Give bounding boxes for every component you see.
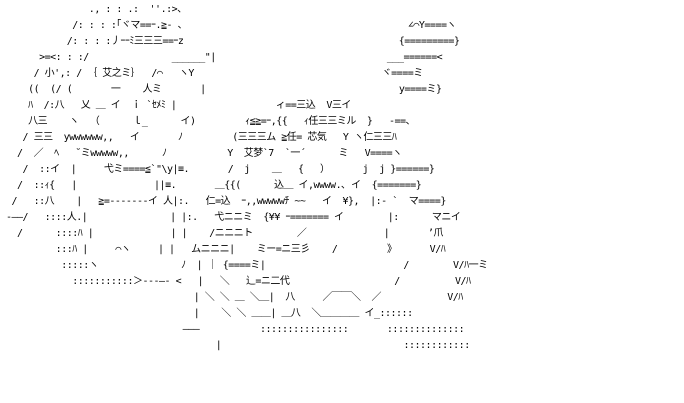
art-line: /: : : :丿ｰｰﾐ三三三==ｰz {=========}: [6, 36, 460, 47]
art-line: 八三 ヽ （ ｌ_ イ) ｨ≦≧=ｰ,{{ ｨ任三三ミル } -==、: [6, 116, 416, 127]
art-line: /: : : :｢ヾマ==ｰ.≧- 、 ∠⌒Y====ヽ: [6, 20, 456, 31]
art-line: / ::ｨ{ | ||≡. ＿{{( 込＿ イ,wwww.､ イ {======…: [6, 180, 422, 191]
art-line: / 三三 ywwwwww,, イ ﾉ (三三三ム ≧任= 芯気 Y ヽ仁三三ﾊ: [6, 132, 397, 143]
art-line: ――― :::::::::::::::: ::::::::::::::: [6, 324, 465, 335]
art-line: / ::イ | 弋ミ====≦`"\y|≡. / j ＿ { ） j j }==…: [6, 164, 435, 175]
art-line: (( (/ ( 一 人ミ | y====ミ}: [6, 84, 442, 95]
art-line: / ::八 | ≧=-------イ 人|:. 仁=込 ｰ,,wwwwwﾁ ~~…: [6, 196, 447, 207]
art-line: -――/ ::::人.| | |:. 弋ニニミ {¥¥ ｰ======= イ |…: [6, 212, 461, 223]
art-line: ., : : .: ''.:>、: [6, 4, 187, 15]
art-line: ﾊ /:八 乂 ＿ イ ｉ `ｾﾒﾐ | ィ==三込 V三イ: [6, 100, 351, 111]
art-line: / 小',: / ｛ 艾之ミ｝ /⌒ ヽY ヾ====ミ: [6, 68, 424, 79]
art-line: | ＼ ＼ ＿ ＼＿| 八 ／￣￣＼ ／ V/ﾊ: [6, 292, 464, 303]
art-line: | ::::::::::::: [6, 340, 470, 351]
art-line: | ＼ ＼ ＿＿| ＿八 ＼＿＿＿＿ イ_::::::: [6, 308, 413, 319]
art-line: / ／ ﾍ ˘ミwwwww,, ﾉ Y 艾梦`7 `一´ ミ V====ヽ: [6, 148, 402, 159]
art-line: >=<: : :/ ______"| ___======<: [6, 52, 443, 63]
art-line: :::::ヽ ﾉ | ｜ {====ミ| / V/ﾊ一ミ: [6, 260, 488, 271]
art-line: :::::::::::＞---―- < | ＼ 辶=ニ二代 / V/ﾊ: [6, 276, 471, 287]
art-line: / ::::ﾊ | | | /ニニニト ／ | ’爪: [6, 228, 443, 239]
ascii-art-lines: ., : : .: ''.:>、 /: : : :｢ヾマ==ｰ.≧- 、 ∠⌒Y…: [6, 4, 488, 351]
art-line: :::ﾊ | ⌒ヽ | | ムニニニ| ミー=ニ三彡 / 》 V/ﾊ: [6, 244, 446, 255]
